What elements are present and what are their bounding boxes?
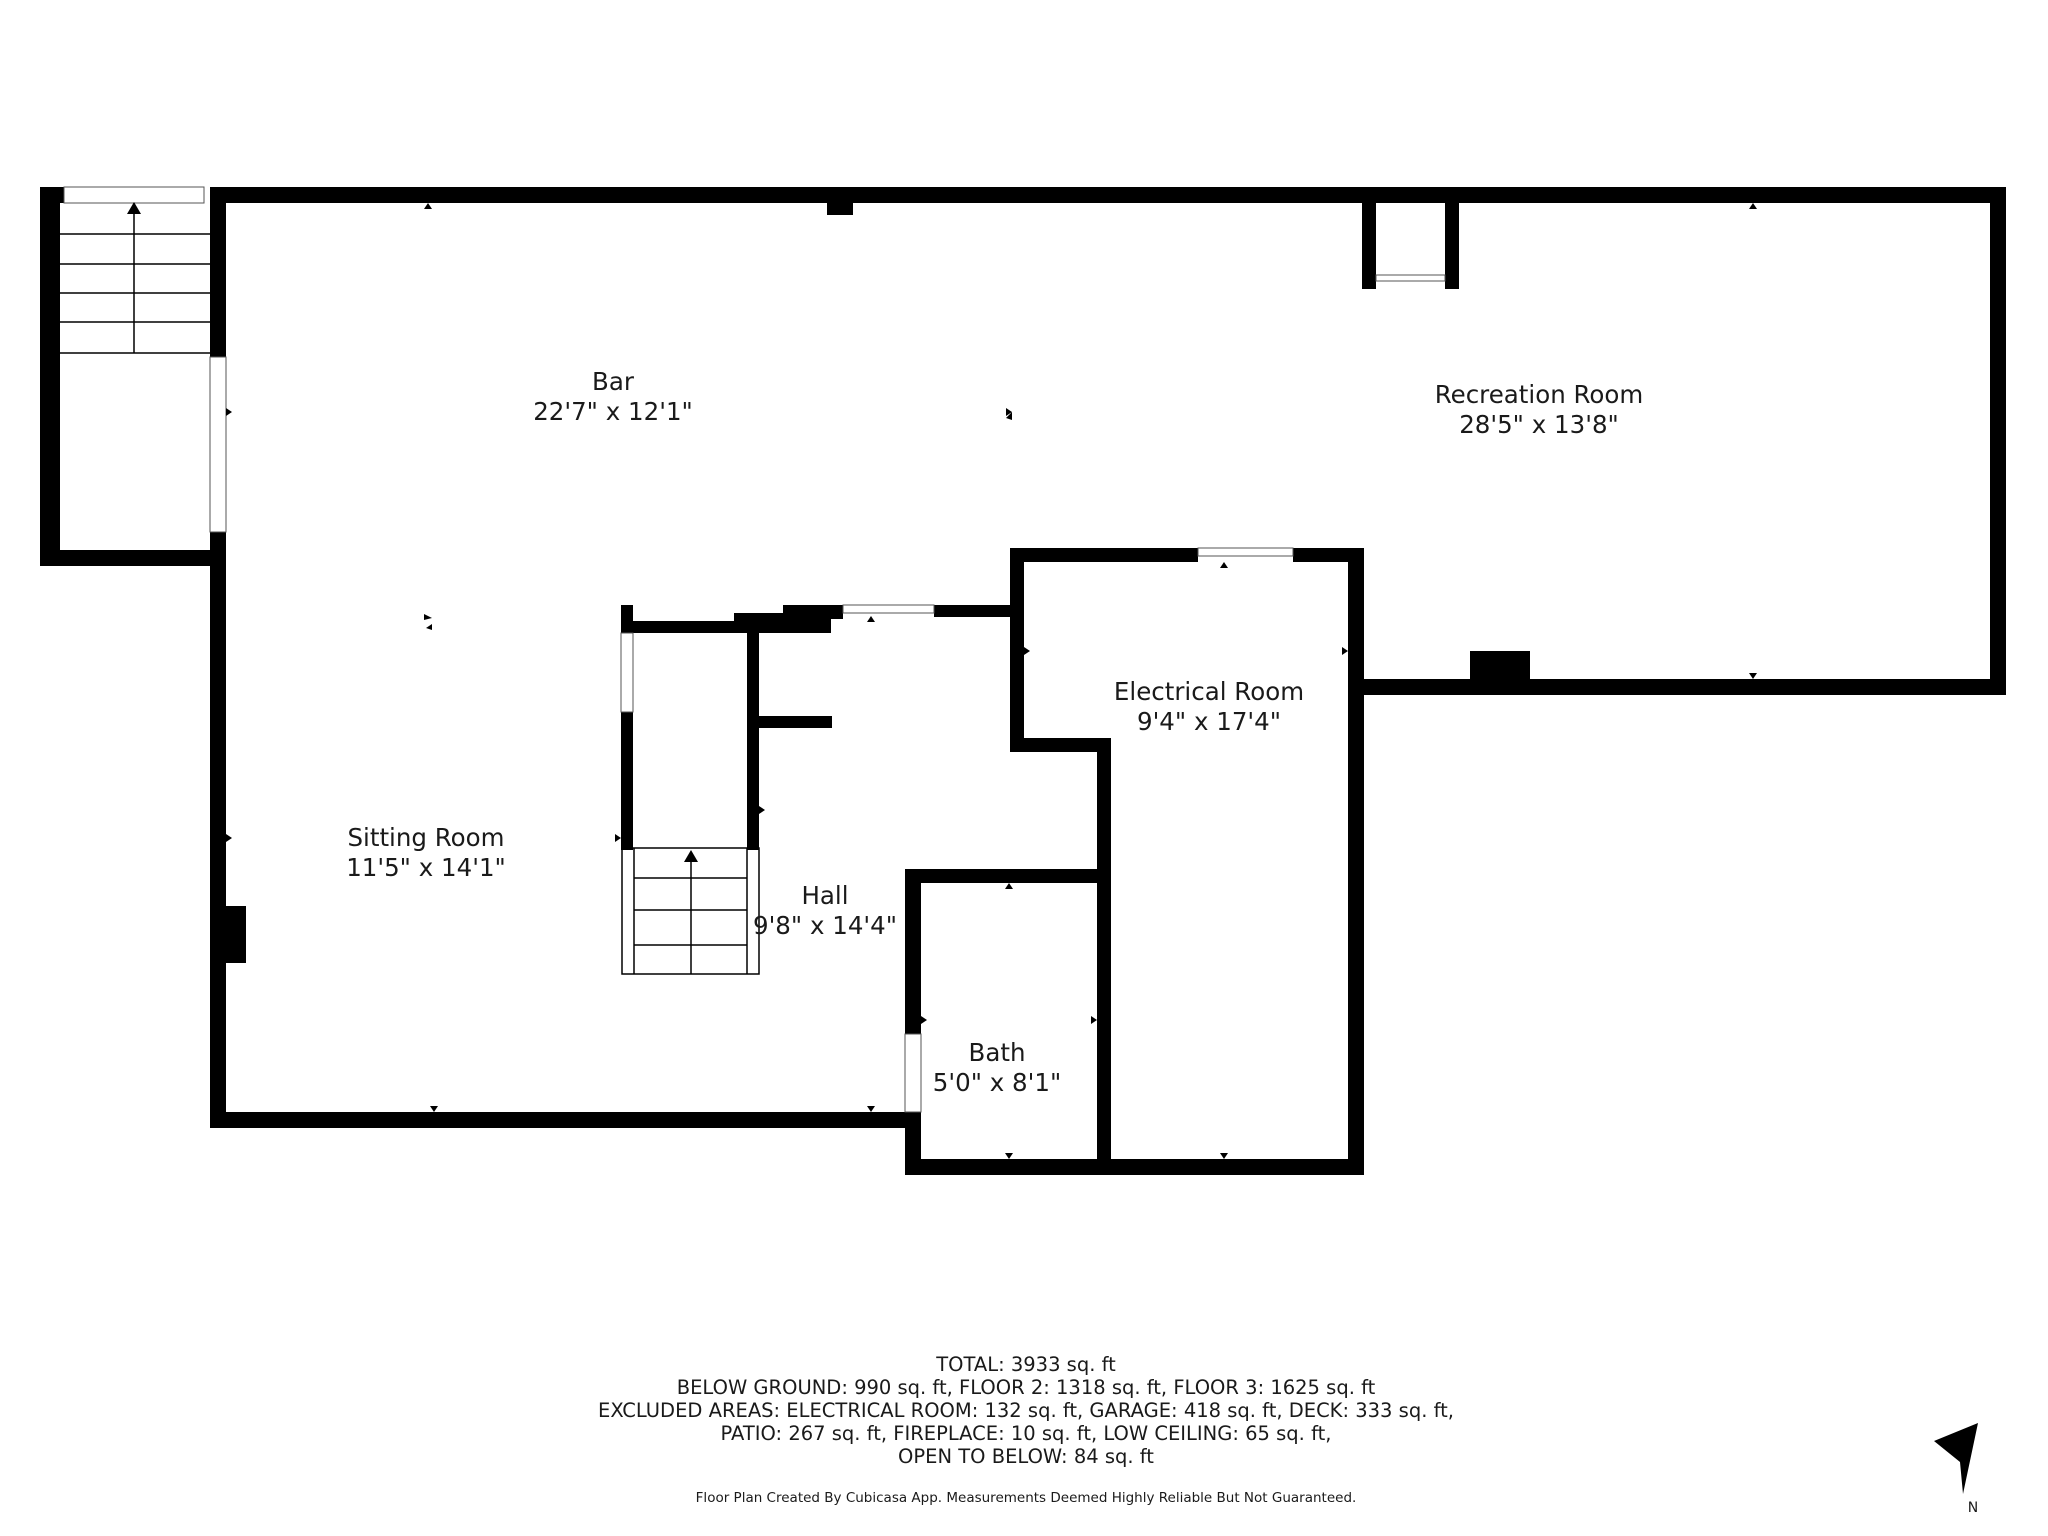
wall-electrical-left-lower [1097,738,1111,1175]
wall-bath-left-upper [905,869,921,1034]
room-dims-recreation: 28'5" x 13'8" [1459,410,1619,439]
dimension-ticks [226,203,1996,1159]
window-hall-top [842,604,935,614]
window-nook [1375,274,1446,282]
wall-bottom-right [905,1159,1364,1175]
stair-arrow-center-icon [684,850,698,862]
stairs-top-left [60,210,210,354]
wall-top-left [210,187,2006,203]
room-name-sitting: Sitting Room [347,823,504,852]
summary-floors: BELOW GROUND: 990 sq. ft, FLOOR 2: 1318 … [677,1376,1376,1399]
wall-electrical-right [1348,548,1364,1175]
room-dims-bath: 5'0" x 8'1" [933,1068,1061,1097]
summary-excluded-cont: PATIO: 267 sq. ft, FIREPLACE: 10 sq. ft,… [721,1422,1332,1445]
wall-hall-top-d [934,605,1024,617]
wall-recreation-bottom [1353,679,2006,695]
wall-left-lower [210,532,226,1128]
wall-stairwell-right [747,633,759,850]
wall-nook-left [1362,203,1376,289]
room-dims-hall: 9'8" x 14'4" [753,911,897,940]
stair-arrow-icon [127,202,141,214]
room-name-recreation: Recreation Room [1435,380,1644,409]
window-stair-top [63,186,205,204]
room-dims-electrical: 9'4" x 17'4" [1137,707,1281,736]
wall-right [1990,187,2006,695]
area-summary: TOTAL: 3933 sq. ft BELOW GROUND: 990 sq.… [598,1353,1454,1468]
wall-electrical-step [1010,738,1111,752]
wall-bump-recreation [1470,651,1530,679]
window-electrical-top [1197,547,1294,557]
wall-bath-top [905,869,1111,883]
opening-stairwell-left [620,632,634,713]
north-arrow-icon [1934,1423,1978,1494]
wall-nook-right [1445,203,1459,289]
wall-stair-left [40,187,60,566]
wall-column-top [827,203,853,215]
wall-electrical-top-left [1010,548,1198,562]
wall-stairwell-left-upper [621,605,633,633]
room-name-bar: Bar [592,367,635,396]
wall-electrical-top-right [1293,548,1364,562]
walls [40,187,2006,1175]
stairs-center [621,847,760,975]
wall-hall-top-c [783,605,843,619]
summary-excluded: EXCLUDED AREAS: ELECTRICAL ROOM: 132 sq.… [598,1399,1454,1422]
fireplace-bump [226,906,246,963]
wall-left-upper [210,187,226,357]
room-dims-sitting: 11'5" x 14'1" [346,853,506,882]
wall-stairwell-left-lower [621,712,633,850]
wall-sitting-bottom [210,1112,921,1128]
room-name-electrical: Electrical Room [1114,677,1304,706]
credit-note: Floor Plan Created By Cubicasa App. Meas… [696,1490,1357,1506]
wall-hall-top-a [621,621,736,633]
compass: N [1934,1423,1978,1516]
room-name-hall: Hall [801,881,848,910]
wall-stairwell-shelf [759,716,832,728]
room-dims-bar: 22'7" x 12'1" [533,397,693,426]
room-name-bath: Bath [969,1038,1026,1067]
opening-bath-left [904,1033,922,1113]
wall-electrical-left [1010,548,1024,752]
opening-left-wall [209,356,227,533]
summary-open-to-below: OPEN TO BELOW: 84 sq. ft [898,1445,1154,1468]
wall-stair-bottom [40,550,226,566]
wall-stair-top-left-stub [40,187,64,203]
summary-total: TOTAL: 3933 sq. ft [935,1353,1116,1376]
openings [63,186,1446,1113]
compass-label: N [1968,1500,1978,1516]
